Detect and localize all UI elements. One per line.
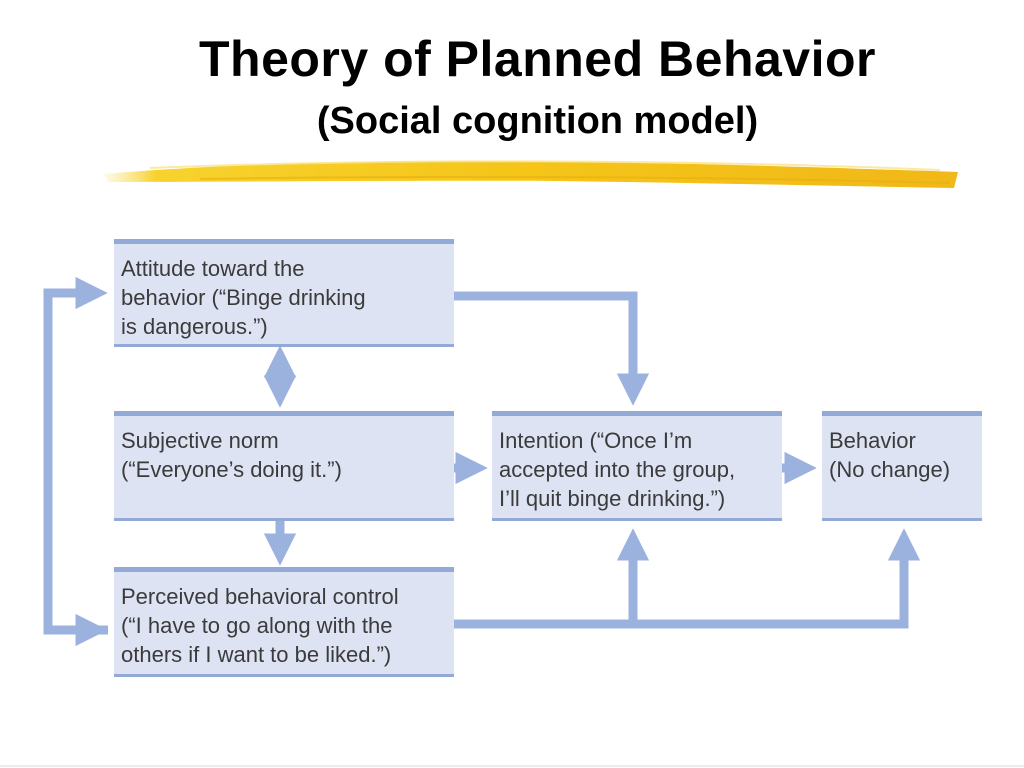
intention-line: I’ll quit binge drinking.”) — [499, 486, 726, 511]
control-line: others if I want to be liked.”) — [121, 642, 392, 667]
control-line: (“I have to go along with the — [121, 613, 393, 638]
footer-divider — [0, 765, 1024, 767]
feedback-arrow-attitude — [43, 276, 108, 635]
intention-line: accepted into the group, — [499, 457, 736, 482]
arrow-control-behavior — [453, 528, 921, 629]
yellow-highlight-stroke — [104, 160, 958, 188]
attitude-line: is dangerous.”) — [121, 314, 268, 339]
intention-box: Intention (“Once I’m accepted into the g… — [492, 411, 782, 521]
behavior-box: Behavior (No change) — [822, 411, 982, 521]
arrow-attitude-intention — [453, 291, 650, 406]
behavior-line: (No change) — [829, 457, 951, 482]
control-line: Perceived behavioral control — [121, 584, 399, 609]
perceived-control-box: Perceived behavioral control (“I have to… — [114, 567, 454, 677]
attitude-box: Attitude toward the behavior (“Binge dri… — [114, 239, 454, 347]
attitude-line: behavior (“Binge drinking — [121, 285, 366, 310]
subjective-norm-box: Subjective norm (“Everyone’s doing it.”) — [114, 411, 454, 521]
norm-line: Subjective norm — [121, 428, 279, 453]
slide-subtitle: (Social cognition model) — [316, 100, 759, 142]
attitude-line: Attitude toward the — [121, 256, 305, 281]
intention-line: Intention (“Once I’m — [499, 428, 693, 453]
norm-line: (“Everyone’s doing it.”) — [121, 457, 342, 482]
slide-title: Theory of Planned Behavior — [198, 31, 876, 87]
behavior-line: Behavior — [829, 428, 916, 453]
